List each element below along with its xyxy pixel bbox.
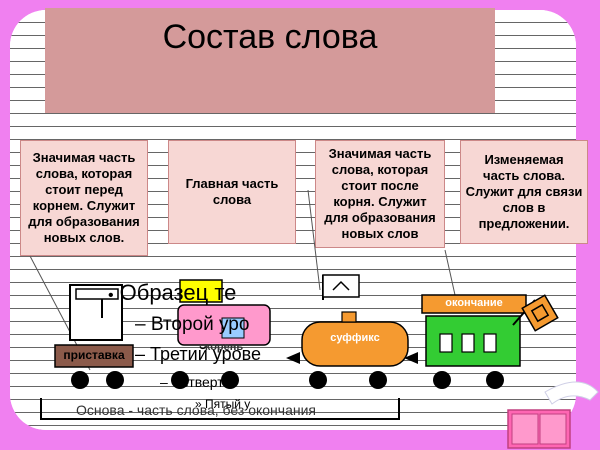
locomotive-car [54, 284, 134, 389]
wheel-icon [486, 371, 504, 389]
base-bracket [40, 398, 400, 420]
suffix-car [286, 274, 409, 389]
slide-title: Состав слова [162, 18, 378, 56]
wheel-icon [106, 371, 124, 389]
ending-car [404, 294, 559, 389]
root-label: корень [204, 341, 244, 353]
root-definition-box: Главная часть слова [168, 140, 296, 244]
root-car [171, 279, 271, 389]
wheel-icon [433, 371, 451, 389]
prefix-label: приставка [63, 348, 125, 362]
placeholder-level-1: •Образец те [108, 280, 237, 305]
suffix-label: суффикс [330, 332, 380, 344]
wheel-icon [71, 371, 89, 389]
wheel-icon [369, 371, 387, 389]
base-label: Основа - часть слова, без окончания [76, 402, 316, 418]
placeholder-level-3: – Третий урове [135, 344, 261, 364]
coupler-icon [286, 352, 300, 364]
bullet-icon: • [108, 287, 114, 304]
suffix-definition-box: Значимая часть слова, которая стоит посл… [315, 140, 445, 248]
ending-label: окончание [445, 297, 503, 309]
wheel-icon [221, 371, 239, 389]
suffix-definition-text: Значимая часть слова, которая стоит посл… [324, 146, 436, 241]
placeholder-level-4: – Четверт [160, 374, 224, 390]
connector-line [444, 249, 456, 296]
root-definition-text: Главная часть слова [185, 176, 279, 207]
prefix-definition-box: Значимая часть слова, которая стоит пере… [20, 140, 148, 256]
prefix-definition-text: Значимая часть слова, которая стоит пере… [28, 150, 140, 245]
prefix-plate [54, 344, 134, 368]
placeholder-level-2: – Второй уро [135, 314, 250, 335]
slide-title-box: Состав слова [45, 8, 495, 113]
book-icon [507, 381, 599, 449]
ending-definition-text: Изменяемая часть слова. Служит для связи… [465, 152, 583, 231]
coupler-icon [404, 352, 418, 364]
connector-line [307, 189, 321, 291]
ending-definition-box: Изменяемая часть слова. Служит для связи… [460, 140, 588, 244]
flag-icon [521, 294, 559, 332]
wheel-icon [309, 371, 327, 389]
placeholder-level-5: » Пятый у [195, 397, 251, 411]
wheel-icon [171, 371, 189, 389]
